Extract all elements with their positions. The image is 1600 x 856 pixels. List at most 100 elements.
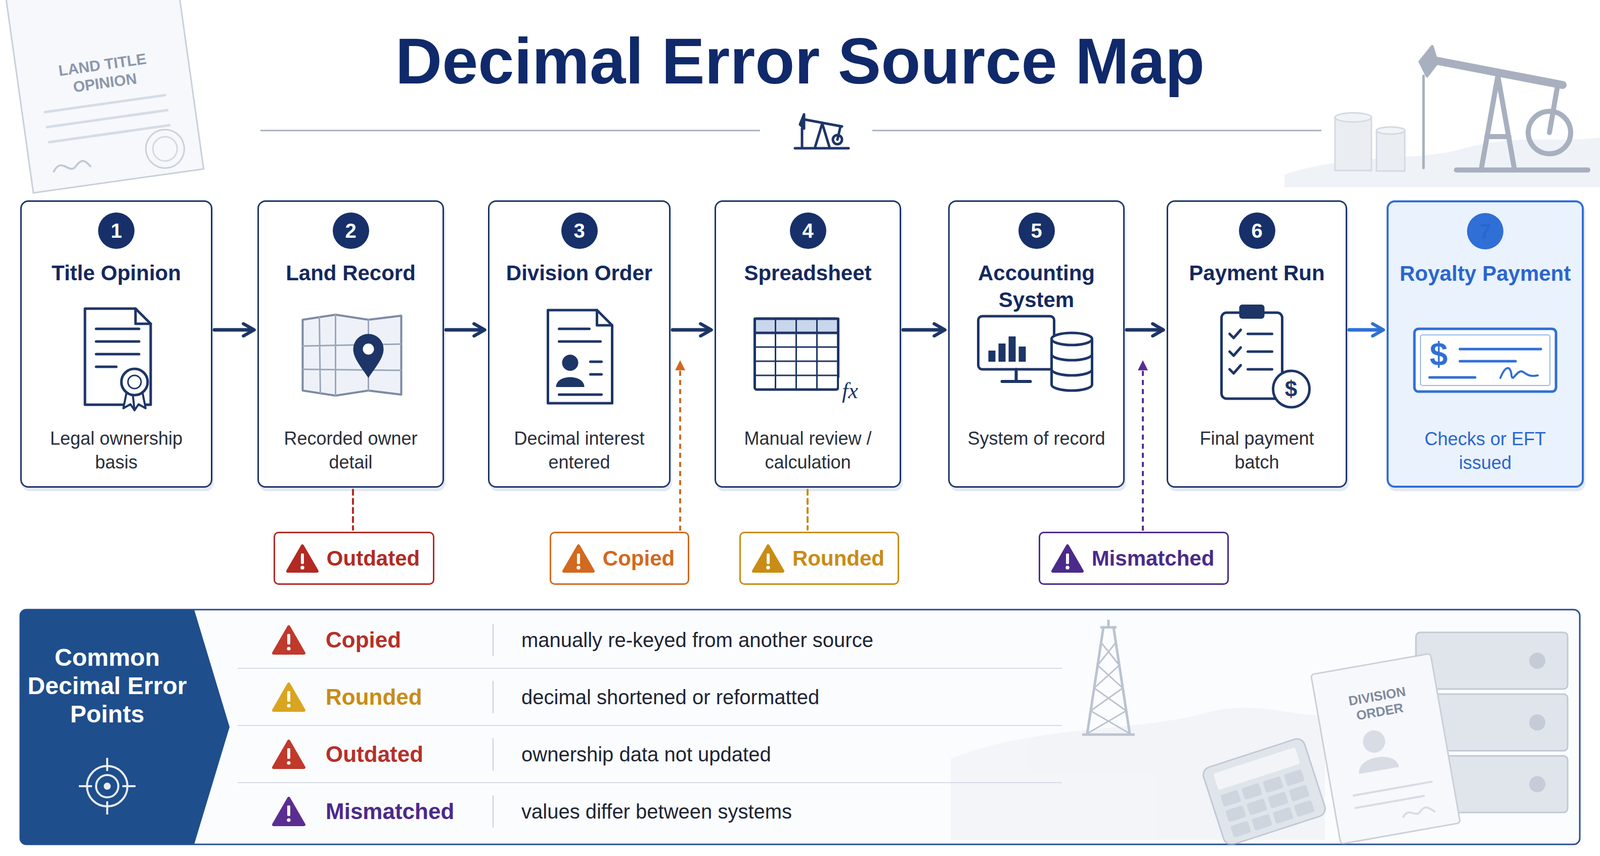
illustration-part — [1456, 167, 1588, 173]
illustration-part — [1335, 117, 1372, 171]
illustration-part — [1002, 369, 1031, 382]
row-separator — [237, 781, 1062, 783]
illustration-part — [1414, 328, 1557, 392]
illustration-part — [45, 95, 166, 112]
step-description: Checks or EFT issued — [1388, 427, 1582, 475]
illustration-part — [104, 783, 110, 789]
formula-symbol: fx — [838, 377, 862, 405]
illustration-part — [548, 309, 613, 404]
illustration-part — [286, 817, 291, 822]
warning-icon — [561, 543, 596, 574]
band-text: Common Decimal Error Points — [26, 609, 189, 729]
illustration-part — [1248, 350, 1273, 353]
illustration-part — [1376, 130, 1405, 171]
step-title: Division Order — [489, 259, 670, 427]
illustration-part — [300, 553, 304, 564]
illustration-part — [96, 365, 117, 369]
illustration-part — [1229, 365, 1241, 374]
error-badge: Rounded — [739, 531, 900, 585]
illustration-part — [1225, 805, 1247, 823]
computer-database-icon — [978, 316, 1093, 391]
illustration-part — [287, 690, 291, 702]
illustration-part — [1229, 329, 1241, 338]
legend-term: Copied — [325, 626, 402, 654]
illustration-part — [273, 626, 304, 653]
illustration-part — [273, 740, 304, 768]
illustration-part — [363, 343, 375, 355]
illustration-part — [143, 126, 187, 171]
illustration-part — [754, 318, 839, 390]
badge-text: Copied — [602, 546, 675, 571]
error-badge: Mismatched — [1038, 531, 1230, 585]
illustration-part — [1431, 59, 1563, 85]
error-badge: Outdated — [273, 531, 435, 585]
illustration-part — [286, 703, 291, 707]
illustration-part — [988, 350, 996, 362]
currency-symbol: $ — [1429, 334, 1448, 374]
illustration-part — [286, 760, 291, 765]
illustration-part — [1220, 789, 1242, 807]
illustration-part — [1008, 336, 1016, 362]
step-description: Final payment batch — [1168, 426, 1346, 475]
warning-icon — [285, 543, 320, 574]
illustration-part — [287, 747, 291, 759]
leader-line — [351, 489, 354, 530]
step-title: Payment Run — [1168, 259, 1346, 427]
illustration-part — [96, 352, 140, 356]
illustration-part — [1251, 813, 1273, 831]
warning-icon — [750, 543, 786, 574]
illustration-part — [1529, 652, 1546, 669]
step-number: 6 — [1238, 212, 1276, 249]
warning-icon — [273, 740, 304, 768]
illustration-part — [47, 110, 168, 127]
illustration-part — [576, 553, 581, 564]
illustration-part — [837, 126, 841, 140]
illustration-part — [353, 333, 384, 378]
illustration-part — [800, 114, 805, 129]
currency-symbol: $ — [1284, 375, 1298, 403]
illustration-part — [1246, 797, 1268, 816]
box-fill — [257, 200, 444, 488]
process-box: Payment RunFinal payment batch 6 — [1166, 200, 1348, 488]
illustration-part — [273, 797, 304, 825]
illustration-part — [86, 765, 128, 807]
document-watermark: DIVISION ORDER — [1333, 681, 1424, 728]
illustration-part — [1288, 784, 1310, 802]
flow-arrow — [903, 328, 945, 332]
box-fill — [1386, 200, 1584, 488]
illustration-part — [1356, 753, 1399, 774]
leader-line — [679, 369, 682, 531]
illustration-part — [1293, 799, 1315, 817]
illustration-part — [1090, 687, 1127, 711]
illustration-part — [96, 774, 119, 797]
legend-term: Rounded — [325, 683, 423, 711]
illustration-part — [1241, 782, 1263, 800]
step-description: System of record — [949, 426, 1124, 451]
illustration-part — [1420, 334, 1550, 386]
illustration-part — [1051, 353, 1093, 376]
illustration-part — [84, 308, 151, 405]
leader-arrowhead — [675, 360, 686, 371]
step-number: 3 — [561, 212, 598, 249]
illustration-part — [151, 135, 179, 163]
illustration-part — [563, 545, 594, 571]
process-box: Royalty PaymentChecks or EFT issued7 — [1386, 200, 1584, 488]
document-watermark: LAND TITLE OPINION — [38, 47, 169, 101]
illustration-part — [1230, 820, 1252, 838]
step-number-text: 1 — [98, 212, 135, 380]
step-title: Title Opinion — [21, 259, 211, 427]
leader-arrowhead — [1137, 360, 1148, 371]
legend-heading-band: Common Decimal Error Points — [20, 609, 230, 844]
illustration-part — [286, 646, 291, 650]
box-fill — [714, 200, 902, 488]
legend-term: Outdated — [325, 740, 424, 768]
legend-description: ownership data not updated — [521, 741, 772, 767]
warning-icon — [273, 626, 304, 653]
step-description: Manual review / calculation — [716, 426, 900, 475]
illustration-part — [1419, 46, 1438, 76]
row-separator — [237, 724, 1062, 726]
step-number: 5 — [1018, 212, 1055, 249]
illustration-part — [1273, 370, 1310, 408]
illustration-part — [1018, 346, 1027, 362]
illustration-part — [1529, 775, 1546, 792]
